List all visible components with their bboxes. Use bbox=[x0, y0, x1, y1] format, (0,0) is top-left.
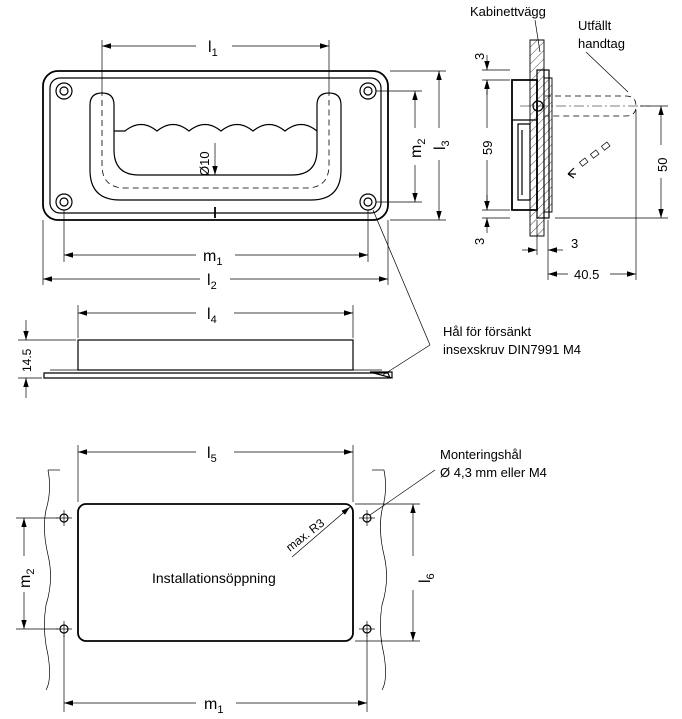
dim-side-3-right: 3 bbox=[571, 236, 578, 251]
dim-side-3-top: 3 bbox=[472, 53, 487, 60]
corner-screw-holes bbox=[55, 82, 377, 211]
dim-l3: l3 bbox=[432, 140, 452, 150]
installation-cutout-view: Installationsöppning l5 Monteringshål Ø … bbox=[16, 445, 547, 716]
dim-side-40-5: 40.5 bbox=[574, 267, 599, 282]
label-screw-hole-1: Hål för försänkt bbox=[443, 324, 532, 339]
label-install-opening: Installationsöppning bbox=[152, 570, 276, 586]
dim-l6: l6 bbox=[417, 573, 437, 583]
side-view: Kabinettvägg Utfällt handtag 3 59 3 3 50 bbox=[470, 4, 670, 282]
dim-l1: l1 bbox=[208, 39, 218, 59]
cabinet-wall-hatch bbox=[529, 39, 553, 237]
dim-l2: l2 bbox=[207, 272, 217, 292]
handle-bar bbox=[89, 92, 342, 201]
dim-l4: l4 bbox=[207, 306, 217, 326]
dim-height-14-5: 14.5 bbox=[20, 348, 34, 372]
dim-l5: l5 bbox=[207, 445, 217, 465]
dim-side-3-bottom: 3 bbox=[472, 238, 487, 245]
profile-view: l4 14.5 Hål för försänkt insexskruv DIN7… bbox=[18, 209, 581, 398]
dim-side-50: 50 bbox=[655, 158, 670, 172]
dim-m2-bottom: m2 bbox=[17, 569, 37, 588]
front-view: Ø10 l1 m1 l2 m2 l3 bbox=[42, 39, 452, 292]
handle-plate-inner bbox=[49, 77, 382, 214]
label-cabinet-wall: Kabinettvägg bbox=[470, 4, 546, 19]
mount-holes bbox=[56, 510, 375, 637]
label-unfolded-handle-2: handtag bbox=[578, 36, 625, 51]
label-mount-hole-1: Monteringshål bbox=[440, 447, 522, 462]
installation-opening bbox=[77, 503, 354, 642]
dim-m1-top: m1 bbox=[203, 248, 222, 268]
label-mount-hole-2: Ø 4,3 mm eller M4 bbox=[440, 465, 547, 480]
dim-max-r3: max. R3 bbox=[283, 516, 327, 555]
handle-plate-outer bbox=[42, 70, 389, 221]
dim-m2-top: m2 bbox=[408, 139, 428, 158]
label-unfolded-handle-1: Utfällt bbox=[578, 18, 612, 33]
dim-m1-bottom: m1 bbox=[204, 696, 223, 716]
dim-dia-grip: Ø10 bbox=[197, 151, 212, 176]
label-screw-hole-2: insexskruv DIN7991 M4 bbox=[443, 342, 581, 357]
dim-side-59: 59 bbox=[480, 141, 495, 155]
